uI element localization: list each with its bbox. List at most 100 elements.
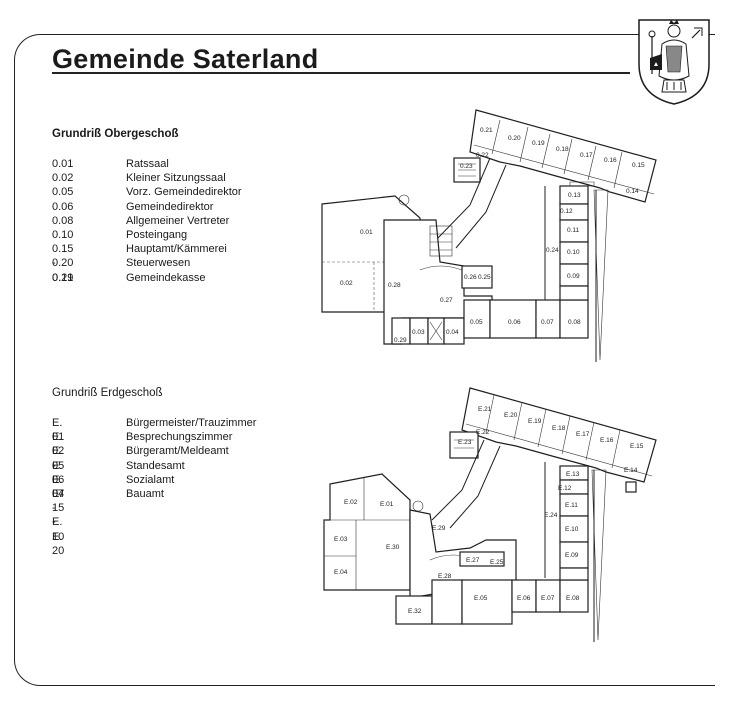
room-label: 0.06 [508, 319, 521, 326]
room-label: 0.07 [541, 319, 554, 326]
room-label: 0.13 [568, 192, 581, 199]
room-description: Sozialamt [126, 473, 175, 486]
room-label: 0.19 [532, 140, 545, 147]
upper-floor-plan: 0.21 0.20 0.19 0.18 0.17 0.16 0.15 0.14 … [321, 109, 657, 362]
ground-floor-plan: E.21 E.20 E.19 E.18 E.17 E.16 E.15 E.14 … [323, 387, 657, 642]
room-code: 0.20 [52, 257, 74, 270]
room-code: 0.01 [52, 158, 74, 170]
room-description: Kleiner Sitzungssaal [126, 172, 226, 185]
room-label: 0.18 [556, 146, 569, 153]
room-description: Vorz. Gemeindedirektor [126, 186, 242, 199]
room-label: 0.25 [478, 274, 491, 281]
room-code: 0.21 [52, 271, 74, 284]
room-label: 0.01 [360, 229, 373, 236]
room-label: E.04 [334, 569, 348, 576]
room-label: 0.15 [632, 162, 645, 169]
room-label: 0.20 [508, 135, 521, 142]
room-label: E.13 [566, 471, 580, 478]
room-label: E.16 [600, 437, 614, 444]
room-label: 0.04 [446, 329, 459, 336]
ground-right-column [544, 462, 637, 581]
room-label: E.24 [544, 512, 558, 519]
title-underline [52, 72, 630, 74]
room-description: Bürgeramt/Meldeamt [126, 445, 229, 458]
room-label: E.14 [624, 467, 638, 474]
room-code: 0.15 - 0.19 [52, 243, 74, 284]
floor-plans: 0.21 0.20 0.19 0.18 0.17 0.16 0.15 0.14 … [321, 109, 657, 642]
room-label: 0.22 [476, 152, 489, 159]
room-label: 0.24 [546, 247, 559, 254]
room-label: 0.12 [560, 208, 573, 215]
room-label: E.19 [528, 418, 542, 425]
room-label: 0.14 [626, 188, 639, 195]
room-label: 0.16 [604, 157, 617, 164]
room-code: 0.02 [52, 172, 74, 185]
room-code: 0.10 [52, 228, 74, 241]
room-label: 0.08 [568, 319, 581, 326]
room-label: E.05 [474, 595, 488, 602]
room-label: E.29 [432, 525, 446, 532]
page-frame [14, 34, 715, 686]
room-label: E.28 [438, 573, 452, 580]
room-label: E.17 [576, 431, 590, 438]
room-label: 0.23 [460, 163, 473, 170]
room-label: 0.26 [464, 274, 477, 281]
room-description: Posteingang [126, 228, 188, 241]
upper-floor-heading: Grundriß Obergeschoß [52, 128, 179, 140]
room-code: 0.06 [52, 200, 74, 213]
room-label: E.18 [552, 425, 566, 432]
room-label: E.12 [558, 485, 572, 492]
room-code: E. 06 [52, 459, 65, 486]
room-description: Allgemeiner Vertreter [126, 214, 230, 227]
room-label: 0.28 [388, 282, 401, 289]
ground-angled-wing [461, 387, 657, 483]
room-label: 0.21 [480, 127, 493, 134]
page-title: Gemeinde Saterland [52, 44, 319, 74]
room-description: Steuerwesen [126, 257, 191, 270]
room-description: Hauptamt/Kämmerei [126, 243, 227, 256]
room-label: 0.17 [580, 152, 593, 159]
room-label: E.03 [334, 536, 348, 543]
room-label: 0.27 [440, 297, 453, 304]
room-label: 0.02 [340, 280, 353, 287]
room-code: E. 05 [52, 445, 65, 472]
room-description: Bauamt [126, 487, 164, 500]
upper-right-column [544, 181, 595, 301]
ground-west-rooms [323, 473, 424, 591]
room-label: E.08 [566, 595, 580, 602]
room-description: Ratssaal [126, 158, 169, 170]
ground-bottom-row [395, 579, 589, 625]
room-label: E.27 [466, 557, 480, 564]
room-label: 0.11 [567, 227, 580, 234]
room-code: 0.08 [52, 214, 74, 227]
room-label: E.09 [565, 552, 579, 559]
coat-of-arms-icon [638, 19, 710, 105]
room-label: E.01 [380, 501, 394, 508]
room-label: E.23 [458, 439, 472, 446]
room-code: E. 02 - E. 04 [52, 431, 65, 500]
room-label: 0.03 [412, 329, 425, 336]
room-label: E.30 [386, 544, 400, 551]
room-label: E.15 [630, 443, 644, 450]
room-label: E.11 [565, 502, 578, 509]
room-label: E.32 [408, 608, 422, 615]
room-label: E.20 [504, 412, 518, 419]
room-code: E. 15 - E. 20 [52, 487, 65, 557]
room-label: 0.09 [567, 273, 580, 280]
room-label: 0.10 [567, 249, 580, 256]
room-description: Besprechungszimmer [126, 431, 233, 444]
room-label: 0.05 [470, 319, 483, 326]
room-description: Gemeindedirektor [126, 200, 214, 213]
room-description: Standesamt [126, 459, 185, 472]
room-label: E.10 [565, 526, 579, 533]
upper-bottom-row [391, 299, 589, 345]
room-label: 0.29 [394, 337, 407, 344]
room-label: E.21 [478, 406, 492, 413]
room-code: 0.05 [52, 186, 74, 199]
room-description: Gemeindekasse [126, 271, 206, 284]
room-code: E. 01 [52, 417, 65, 444]
room-label: E.02 [344, 499, 358, 506]
room-code: E. 07 - E. 10 [52, 473, 65, 543]
ground-floor-heading: Grundriß Erdgeschoß [52, 387, 163, 399]
room-description: Bürgermeister/Trauzimmer [126, 417, 257, 429]
